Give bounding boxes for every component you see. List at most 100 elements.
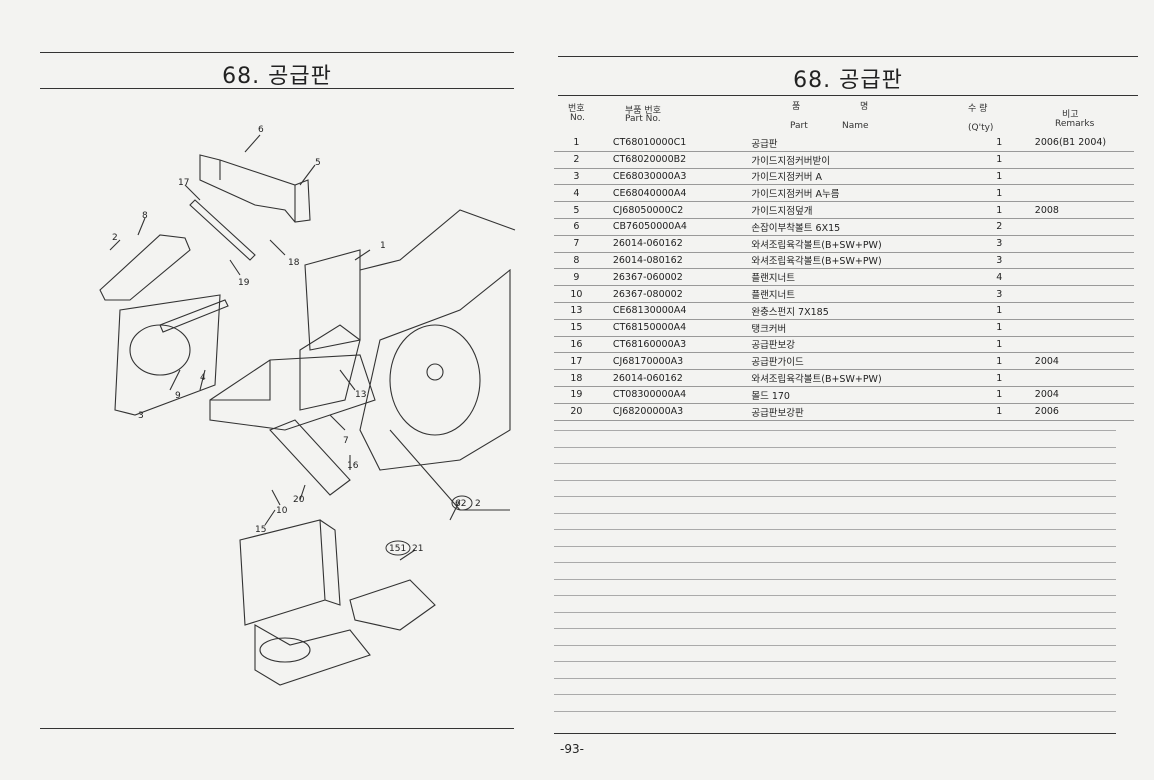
cell-part-name: 공급판보강판	[739, 403, 972, 421]
cell-qty: 4	[971, 268, 1027, 287]
cell-qty: 3	[971, 285, 1027, 303]
blank-row-line	[554, 529, 1116, 530]
cell-part-name: 플랜지너트	[739, 268, 972, 287]
cell-part-name: 탱크커버	[739, 319, 972, 337]
cell-part-name: 플랜지너트	[739, 285, 972, 303]
cell-part-name: 공급판가이드	[739, 352, 972, 371]
cell-part-name: 완충스펀지 7X185	[739, 302, 972, 320]
cell-part-no: CE68130000A4	[598, 302, 740, 320]
callout-1: 1	[380, 241, 386, 251]
callout-8: 8	[142, 211, 148, 221]
cell-remarks: 2008	[1026, 201, 1134, 219]
blank-row-line	[554, 611, 1116, 613]
cell-part-name: 가이드지점덮개	[739, 201, 972, 219]
cell-part-no: CE68030000A3	[598, 168, 740, 186]
cell-no: 18	[554, 369, 599, 387]
cell-remarks: 2004	[1026, 386, 1134, 404]
blank-row-line	[554, 545, 1116, 547]
callout-15: 15	[255, 525, 266, 535]
title-underline	[40, 88, 514, 89]
cell-part-no: CT08300000A4	[598, 386, 740, 404]
blank-row-line	[554, 512, 1116, 514]
callout-10: 10	[276, 506, 288, 516]
cell-no: 3	[554, 168, 599, 186]
cell-no: 7	[554, 235, 599, 253]
cell-qty: 2	[971, 218, 1027, 236]
cell-remarks	[1026, 235, 1134, 253]
header-partno-ko: 부품 번호	[625, 106, 661, 116]
ref-callout-62-suffix: 2	[475, 499, 481, 509]
blank-row-line	[554, 677, 1116, 679]
ref-callout-151-suffix: 21	[412, 544, 423, 554]
cell-part-name: 몰드 170	[739, 386, 972, 404]
cell-part-name: 가이드지점커버 A누름	[739, 184, 972, 203]
right-page: 68. 공급판 번호 No. 부품 번호 Part No. 품 명 Part N…	[540, 0, 1154, 780]
cell-qty: 1	[971, 135, 1027, 152]
blank-row-line	[554, 628, 1116, 629]
cell-remarks: 2004	[1026, 352, 1134, 371]
cell-part-name: 와셔조립육각볼트(B+SW+PW)	[739, 252, 972, 270]
blank-row-line	[554, 496, 1116, 497]
top-rule	[40, 52, 514, 53]
cell-qty: 3	[971, 252, 1027, 270]
cell-part-no: 26014-080162	[598, 252, 740, 270]
page-title-right: 68. 공급판	[793, 68, 903, 93]
cell-no: 2	[554, 151, 599, 169]
top-rule-right	[558, 56, 1138, 57]
parts-exploded-diagram: 6 5 17 8 2 1 18 19 4 9 13 3 7 16 20 10 1…	[99, 125, 516, 686]
blank-row-line	[554, 644, 1116, 646]
blank-row-line	[554, 595, 1116, 596]
cell-remarks	[1026, 285, 1134, 303]
header-name-en-1: Part	[790, 121, 808, 131]
header-qty-en: (Q'ty)	[968, 123, 994, 133]
header-partno-en: Part No.	[625, 114, 661, 124]
cell-part-no: CT68020000B2	[598, 151, 740, 169]
cell-part-no: 26367-060002	[598, 268, 740, 287]
header-name-ko-1: 품	[792, 102, 801, 112]
ref-callout-62: 62	[455, 499, 466, 509]
header-remarks-en: Remarks	[1055, 119, 1095, 129]
cell-no: 9	[554, 268, 599, 287]
header-name-ko-2: 명	[860, 102, 869, 112]
ref-callout-151: 151	[389, 544, 406, 554]
cell-no: 16	[554, 336, 599, 354]
blank-row-line	[554, 578, 1116, 580]
cell-qty: 1	[971, 168, 1027, 186]
cell-part-no: CB76050000A4	[598, 218, 740, 236]
cell-remarks	[1026, 151, 1134, 169]
blank-row-line	[554, 430, 1116, 431]
cell-no: 19	[554, 386, 599, 404]
cell-no: 5	[554, 201, 599, 219]
cell-part-no: CT68010000C1	[598, 135, 740, 152]
cell-part-no: CE68040000A4	[598, 184, 740, 203]
cell-qty: 1	[971, 302, 1027, 320]
blank-row-line	[554, 562, 1116, 563]
cell-part-no: CJ68170000A3	[598, 352, 740, 371]
page-number: -93-	[560, 742, 584, 756]
cell-part-name: 공급판	[739, 135, 972, 152]
left-page: 68. 공급판	[0, 0, 530, 780]
cell-no: 6	[554, 218, 599, 236]
cell-qty: 1	[971, 386, 1027, 404]
cell-part-name: 와셔조립육각볼트(B+SW+PW)	[739, 235, 972, 253]
cell-remarks	[1026, 218, 1134, 236]
cell-no: 15	[554, 319, 599, 337]
cell-qty: 1	[971, 319, 1027, 337]
cell-part-name: 와셔조립육각볼트(B+SW+PW)	[739, 369, 972, 387]
cell-remarks: 2006	[1026, 403, 1134, 421]
header-qty-ko: 수 량	[968, 104, 988, 114]
cell-no: 17	[554, 352, 599, 371]
